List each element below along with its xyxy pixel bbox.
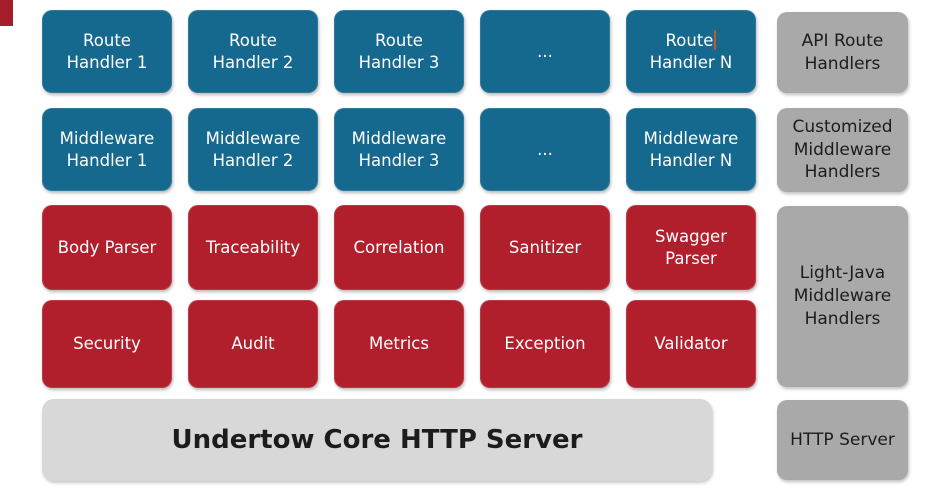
- side-label-api-route-handlers: API Route Handlers: [777, 12, 908, 93]
- light-java-middleware-row-2-box: Exception: [480, 300, 610, 388]
- api-route-handlers-box: ...: [480, 10, 610, 93]
- light-java-middleware-row-1-box: Correlation: [334, 205, 464, 290]
- undertow-core-http-server-box: Undertow Core HTTP Server: [42, 399, 712, 481]
- light-java-middleware-row-1-box: Sanitizer: [480, 205, 610, 290]
- red-accent-bar: [0, 0, 13, 26]
- light-java-middleware-row-2-box: Validator: [626, 300, 756, 388]
- light-java-middleware-row-2-box: Audit: [188, 300, 318, 388]
- customized-middleware-handlers-box: ...: [480, 108, 610, 191]
- light-java-middleware-row-1-box: Traceability: [188, 205, 318, 290]
- light-java-middleware-row-2-box: Metrics: [334, 300, 464, 388]
- text-cursor: [714, 30, 717, 51]
- side-label-http-server: HTTP Server: [777, 400, 908, 480]
- side-label-customized-middleware-handlers: Customized Middleware Handlers: [777, 108, 908, 192]
- light-java-middleware-row-1-box: Body Parser: [42, 205, 172, 290]
- side-label-light-java-middleware-handlers: Light-Java Middleware Handlers: [777, 206, 908, 387]
- light-java-middleware-row-2-box: Security: [42, 300, 172, 388]
